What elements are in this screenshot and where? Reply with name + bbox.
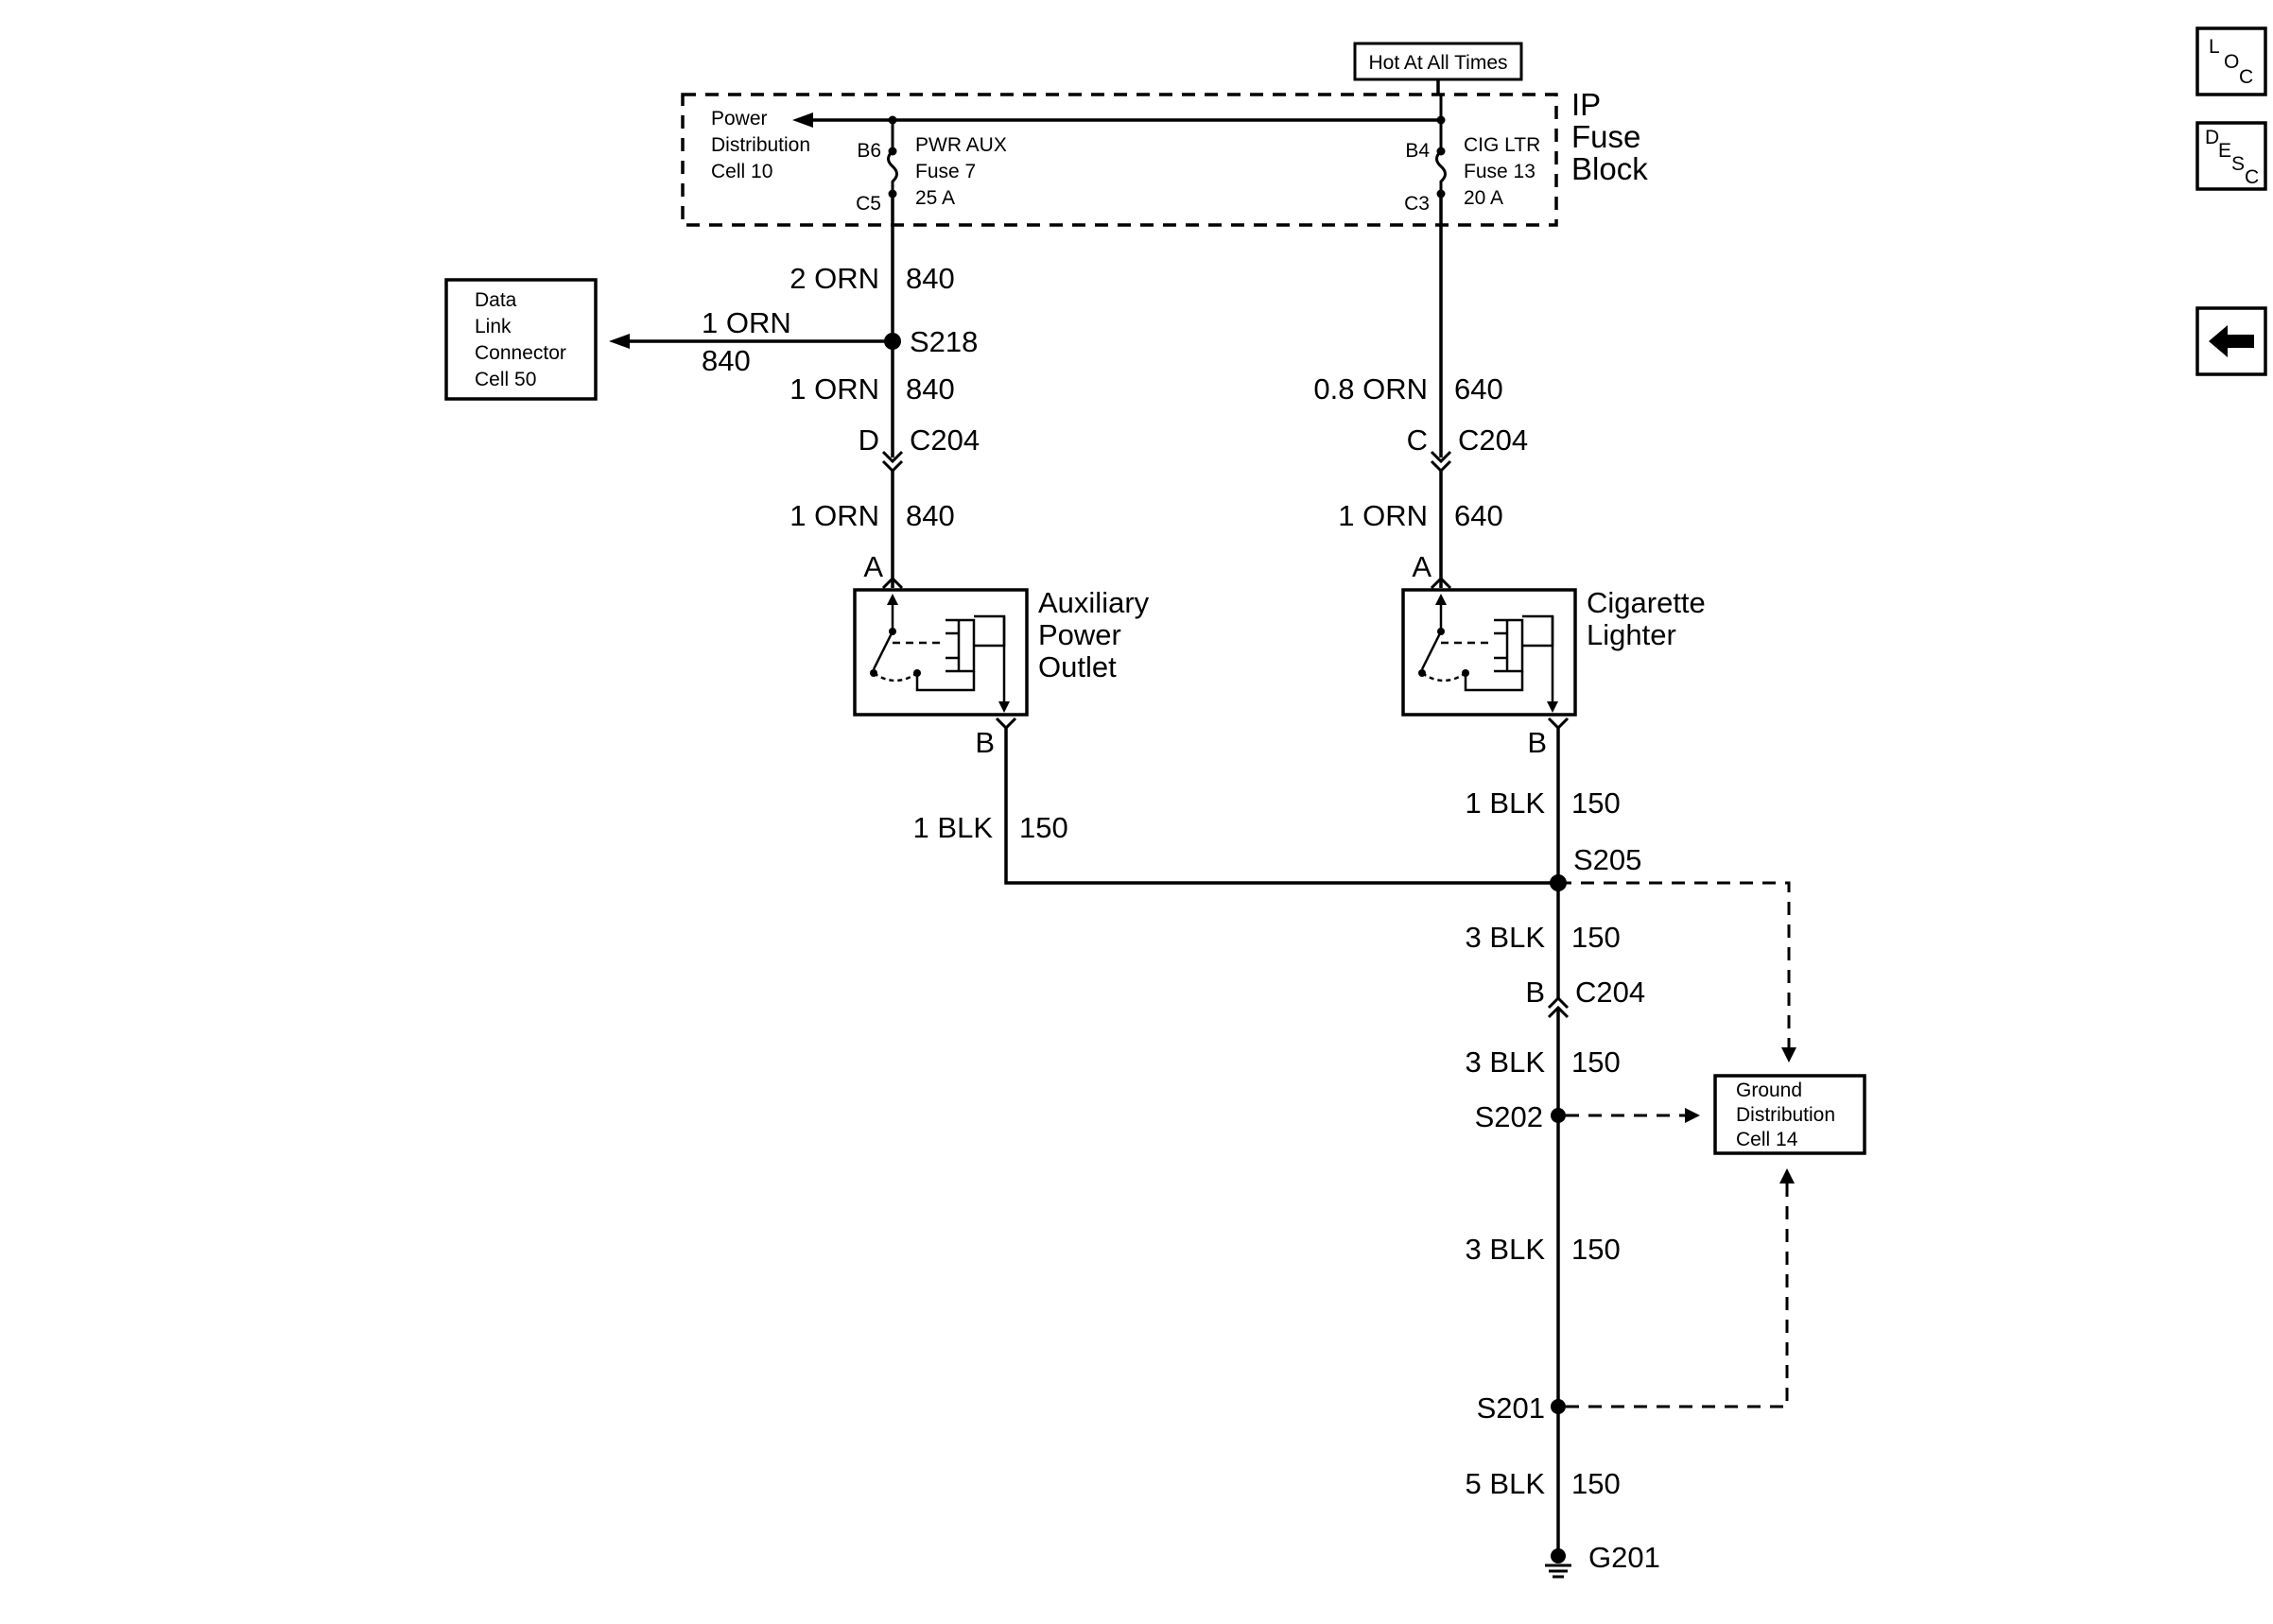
wire-840-b-size: 1 ORN: [789, 372, 879, 406]
svg-text:C: C: [2239, 66, 2253, 88]
wire-840-a-size: 2 ORN: [789, 262, 879, 295]
ground-dist-ref-s201: [1566, 1180, 1789, 1408]
cig-lighter-label-1: Cigarette: [1587, 586, 1706, 619]
cig-lighter-label-2: Lighter: [1587, 618, 1676, 651]
data-link-connector-box: [444, 278, 598, 401]
wire-640-a-circuit: 640: [1454, 372, 1503, 406]
pwr-aux-fuse-symbol: [887, 120, 898, 194]
cig-ltr-pin-in: B4: [1405, 140, 1430, 162]
hot-at-all-times-label: Hot At All Times: [1368, 52, 1507, 74]
aux-outlet-label-3: Outlet: [1038, 650, 1117, 683]
wire-150-g1-circuit: 150: [1571, 921, 1621, 954]
power-distribution-arrow: [792, 112, 813, 128]
back-arrow-icon: [2209, 325, 2254, 357]
pwr-aux-pin-in: B6: [857, 140, 881, 162]
wire-150-cig-circuit: 150: [1571, 786, 1621, 820]
aux-outlet-pin-b: B: [975, 726, 995, 759]
ground-dist-ref-s205: [1558, 881, 1791, 1051]
svg-text:E: E: [2218, 140, 2231, 162]
cigarette-lighter-box: [1401, 588, 1577, 717]
ground-dist-label-1: Ground: [1736, 1080, 1802, 1101]
wire-840-c-circuit: 840: [906, 499, 955, 532]
data-link-label-3: Connector: [475, 342, 566, 364]
svg-text:O: O: [2224, 51, 2239, 73]
aux-outlet-internal: [870, 594, 1010, 713]
c204-pin-b-label: B: [1525, 976, 1545, 1009]
cig-ltr-fuse-label-3: 20 A: [1464, 187, 1503, 209]
splice-s201-label: S201: [1477, 1391, 1545, 1425]
wire-840-a-circuit: 840: [906, 262, 955, 295]
wire-640-b-size: 1 ORN: [1338, 499, 1428, 532]
c204-pin-d-label: D: [859, 423, 879, 457]
ground-dist-label-3: Cell 14: [1736, 1129, 1798, 1150]
auxiliary-power-outlet-box: [853, 588, 1029, 717]
data-link-label-1: Data: [475, 289, 517, 311]
ip-fuse-block-label-1: IP: [1571, 87, 1601, 122]
wire-640-b-circuit: 640: [1454, 499, 1503, 532]
splice-s201: [1551, 1399, 1566, 1414]
wire-150-cig-size: 1 BLK: [1466, 786, 1546, 820]
data-link-arrow: [609, 334, 630, 349]
wire-150-g4-size: 5 BLK: [1466, 1467, 1546, 1500]
wire-150-aux-circuit: 150: [1019, 811, 1068, 844]
splice-s205-label: S205: [1573, 843, 1641, 876]
loc-button[interactable]: L O C: [2195, 26, 2267, 96]
c204-pin-c-connector: C204: [1458, 423, 1528, 457]
power-distribution-label-1: Power: [711, 108, 768, 130]
wire-150-g2-size: 3 BLK: [1466, 1045, 1546, 1079]
data-link-label-4: Cell 50: [475, 369, 536, 390]
wire-150-g3-size: 3 BLK: [1466, 1233, 1546, 1266]
ip-fuse-block-outline: [681, 93, 1558, 227]
ground-distribution-box: [1713, 1074, 1866, 1155]
pwr-aux-fuse-label-1: PWR AUX: [915, 134, 1007, 156]
wire-840-dlc-size: 1 ORN: [702, 306, 791, 339]
svg-text:S: S: [2231, 153, 2245, 175]
ground-dist-label-2: Distribution: [1736, 1104, 1835, 1126]
svg-text:C: C: [2245, 166, 2259, 188]
wire-150-g4-circuit: 150: [1571, 1467, 1621, 1500]
wire-640-a-size: 0.8 ORN: [1313, 372, 1428, 406]
cig-ltr-fuse-symbol: [1435, 95, 1447, 194]
wire-840-c-size: 1 ORN: [789, 499, 879, 532]
c204-pin-d-connector: C204: [910, 423, 980, 457]
wire-840-b-circuit: 840: [906, 372, 955, 406]
pwr-aux-pin-out: C5: [856, 193, 881, 215]
wire-150-g2-circuit: 150: [1571, 1045, 1621, 1079]
power-distribution-label-2: Distribution: [711, 134, 810, 156]
splice-s218-label: S218: [910, 325, 978, 358]
ip-fuse-block-label-3: Block: [1571, 151, 1648, 186]
splice-s202: [1551, 1108, 1566, 1123]
pwr-aux-fuse-label-2: Fuse 7: [915, 161, 976, 182]
wire-150-g1-size: 3 BLK: [1466, 921, 1546, 954]
desc-button[interactable]: D E S C: [2195, 121, 2267, 191]
aux-outlet-label-1: Auxiliary: [1038, 586, 1150, 619]
wire-150-aux: [1004, 728, 1558, 885]
power-distribution-label-3: Cell 10: [711, 161, 772, 182]
wire-150-aux-size: 1 BLK: [913, 811, 994, 844]
cig-lighter-pin-a: A: [1412, 550, 1431, 583]
cig-ltr-pin-out: C3: [1404, 193, 1430, 215]
c204-pin-b-connector: C204: [1575, 976, 1645, 1009]
cig-lighter-internal: [1418, 594, 1558, 713]
cig-ltr-fuse-label-2: Fuse 13: [1464, 161, 1536, 182]
ip-fuse-block-label-2: Fuse: [1571, 119, 1640, 154]
data-link-label-2: Link: [475, 316, 512, 337]
ground-g201-label: G201: [1588, 1541, 1660, 1574]
ground-g201-icon: [1545, 1548, 1571, 1579]
cig-ltr-fuse-label-1: CIG LTR: [1464, 134, 1540, 156]
cig-lighter-pin-b: B: [1527, 726, 1547, 759]
svg-text:D: D: [2205, 127, 2219, 148]
aux-outlet-pin-a: A: [863, 550, 883, 583]
wire-150-g3-circuit: 150: [1571, 1233, 1621, 1266]
splice-s202-label: S202: [1475, 1100, 1543, 1133]
aux-outlet-label-2: Power: [1038, 618, 1121, 651]
c204-pin-c-label: C: [1407, 423, 1428, 457]
pwr-aux-fuse-label-3: 25 A: [915, 187, 955, 209]
svg-text:L: L: [2209, 36, 2220, 58]
back-button[interactable]: [2195, 306, 2267, 376]
wire-840-dlc-circuit: 840: [702, 344, 751, 377]
